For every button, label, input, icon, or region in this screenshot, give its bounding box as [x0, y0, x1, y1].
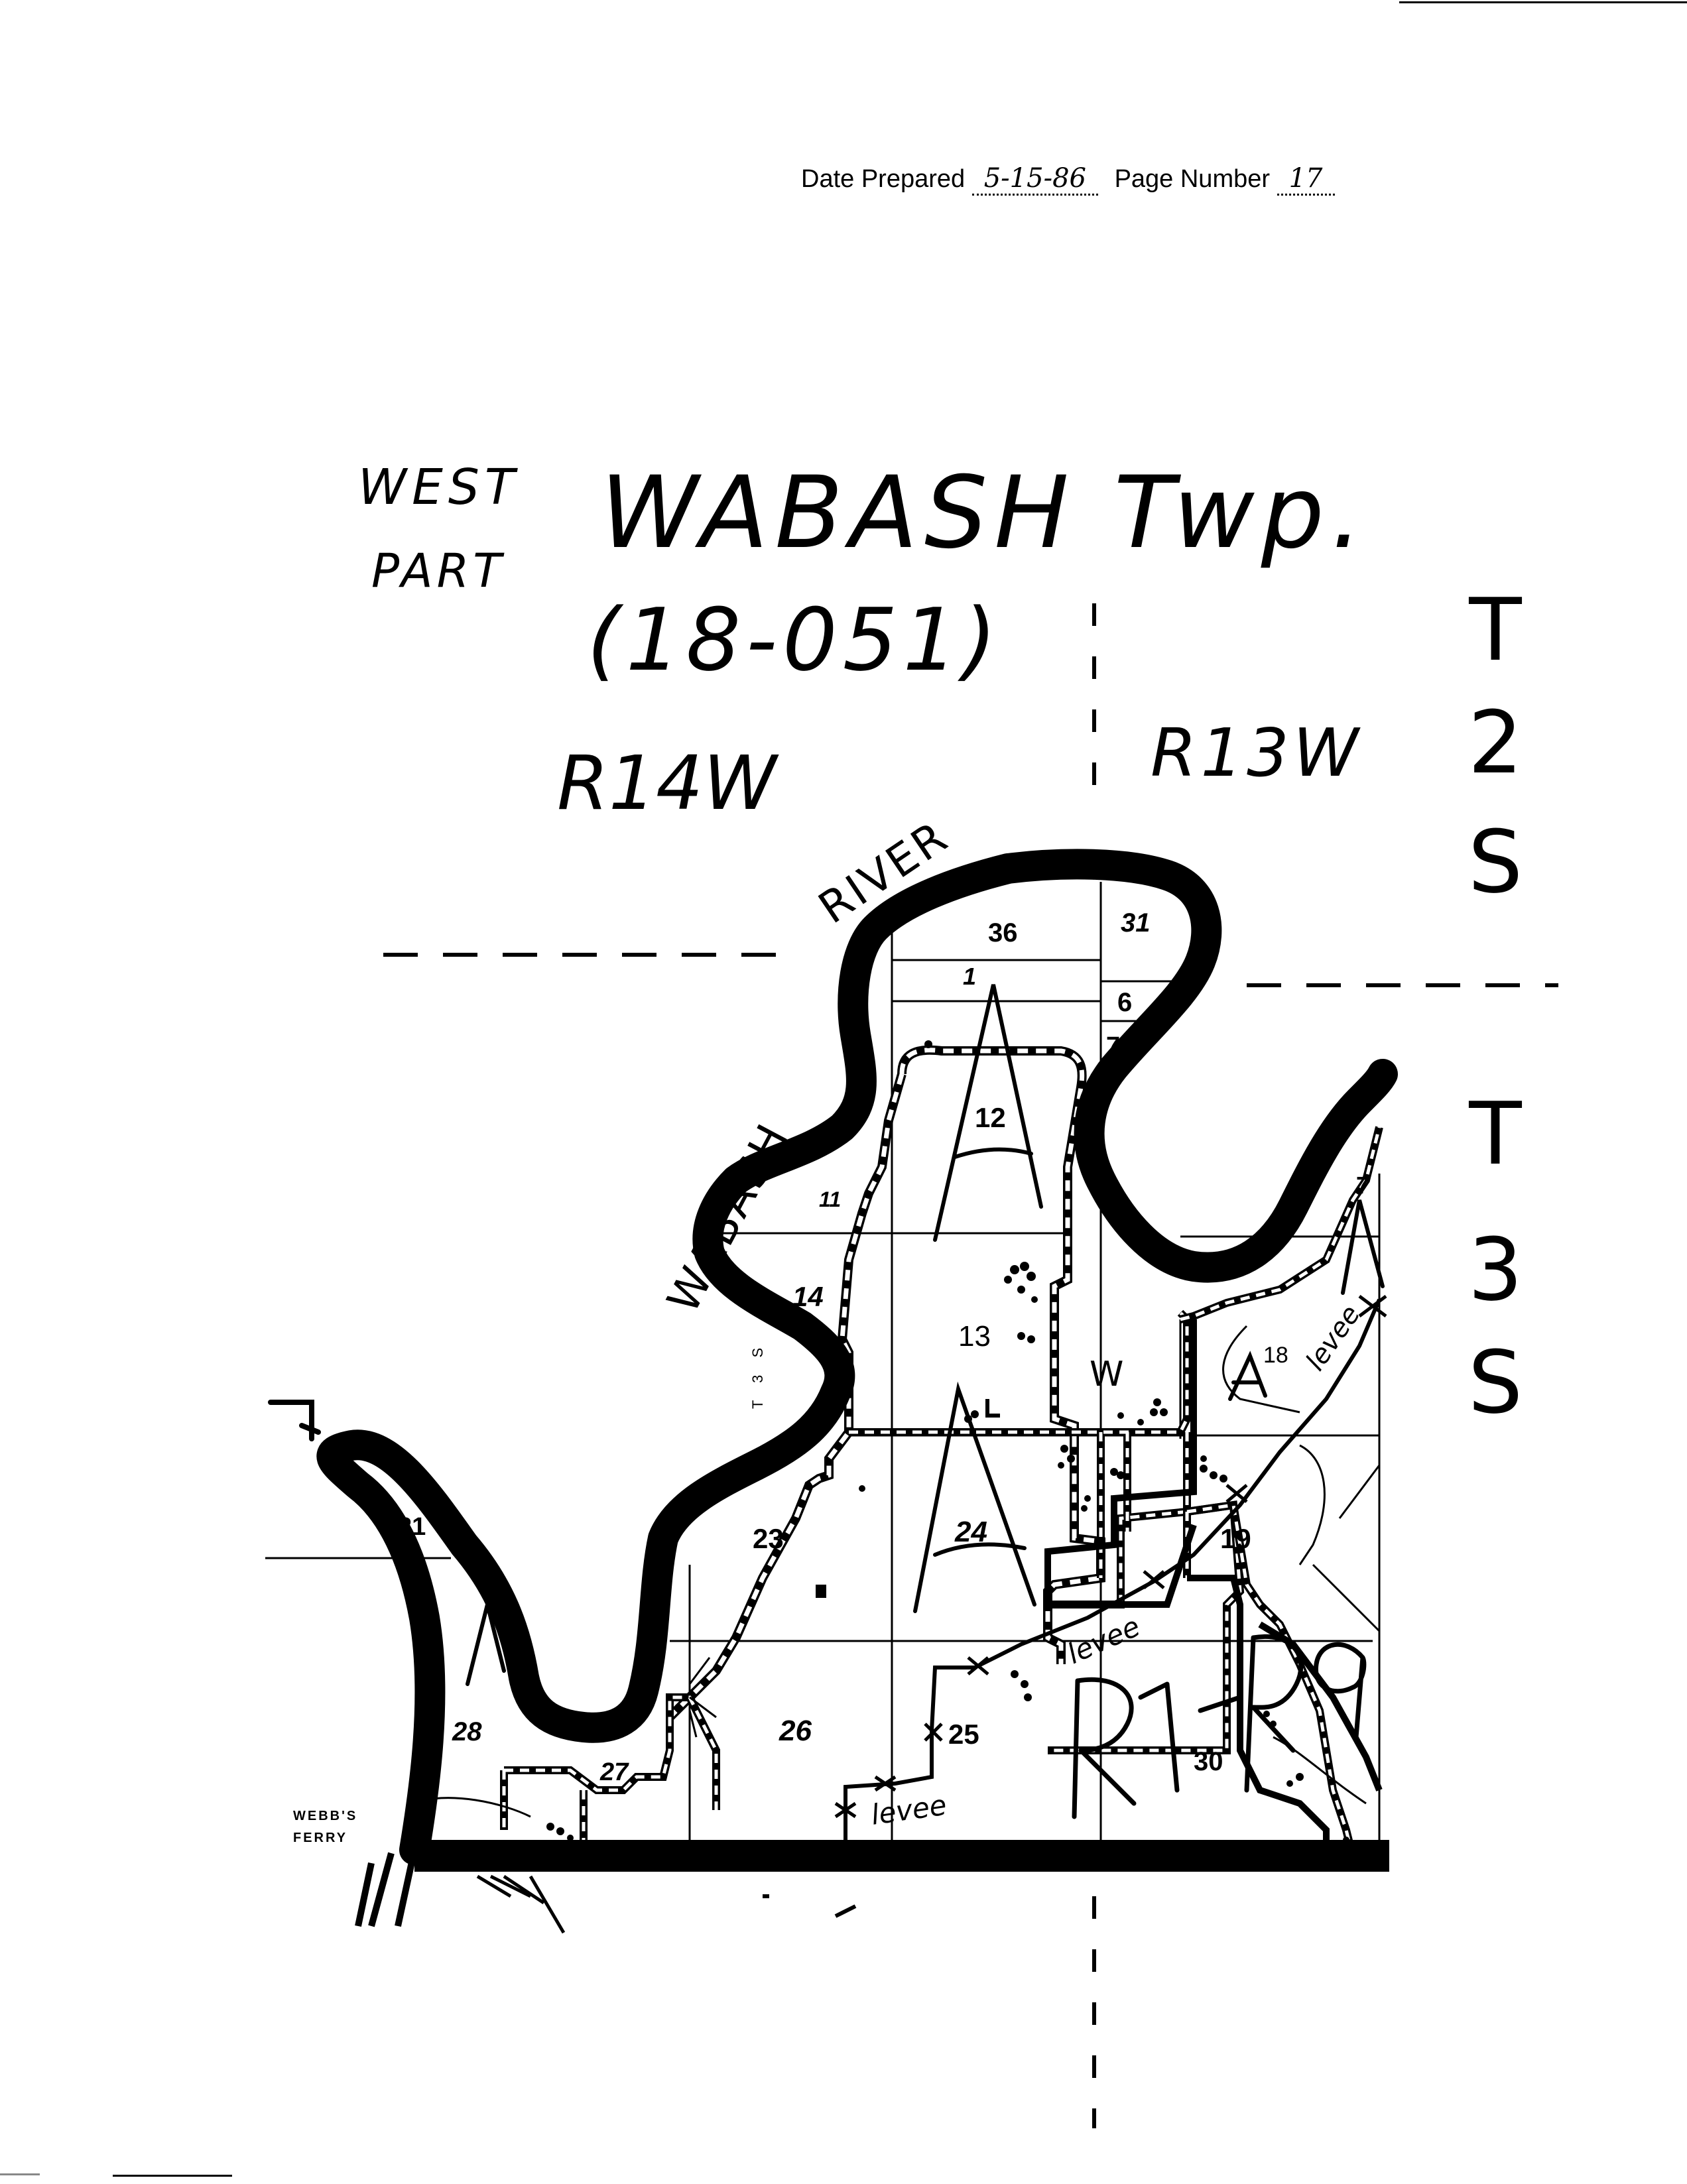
levee-label-middle: levee	[1062, 1610, 1145, 1670]
county-line-bottom	[355, 1840, 1389, 1934]
section-18: 18	[1263, 1343, 1288, 1368]
levee-label-right: levee	[1300, 1300, 1367, 1376]
township-upper-2: 2	[1468, 692, 1523, 793]
township-upper-t: T	[1468, 579, 1522, 680]
section-25: 25	[948, 1719, 979, 1750]
section-1: 1	[963, 963, 976, 990]
section-21: 21	[398, 1513, 426, 1541]
wetland-w-label: W	[1090, 1355, 1123, 1394]
webbs-ferry-line2: FERRY	[293, 1831, 347, 1845]
section-14: 14	[792, 1281, 824, 1312]
range-r14w: R14W	[557, 741, 779, 827]
section-23: 23	[753, 1523, 784, 1554]
section-31: 31	[1121, 908, 1151, 938]
section-12: 12	[975, 1102, 1006, 1133]
section-6: 6	[1117, 988, 1132, 1017]
ag-area-markers	[466, 984, 1385, 1686]
title-code: (18-051)	[587, 589, 1002, 690]
boundary-dashed-lines	[383, 603, 1558, 2128]
section-24: 24	[954, 1516, 987, 1548]
section-30: 30	[1194, 1747, 1223, 1776]
footer-rule-left	[0, 2173, 40, 2175]
section-7-east: 7	[1356, 1172, 1369, 1199]
page-number-value: 17	[1277, 163, 1335, 196]
r1-r9-annotation	[1072, 1634, 1367, 1819]
footer-rule	[113, 2175, 232, 2177]
section-11: 11	[819, 1187, 841, 1211]
tributary-hook	[268, 1400, 321, 1441]
date-prepared-value: 5-15-86	[971, 163, 1098, 196]
date-prepared-label: Date Prepared	[801, 165, 966, 193]
section-7: 7	[1106, 1032, 1120, 1060]
township-lower-s: S	[1468, 1332, 1523, 1433]
title-west: WEST	[358, 459, 520, 516]
structure-dots	[546, 1040, 1349, 1843]
header-date-page: Date Prepared 5-15-86 Page Number 17	[801, 163, 1335, 196]
wabash-river	[316, 849, 1398, 1865]
levee-line	[834, 1295, 1387, 1850]
page-number-label: Page Number	[1114, 165, 1271, 193]
top-right-rule	[1399, 1, 1687, 3]
section-13: 13	[958, 1320, 991, 1353]
section-36: 36	[988, 918, 1018, 947]
title-township: WABASH Twp.	[600, 455, 1369, 571]
section-28: 28	[452, 1717, 482, 1746]
creek-lines	[410, 1325, 1381, 1818]
township-upper-s: S	[1468, 812, 1523, 912]
section-19: 19	[1220, 1523, 1251, 1554]
section-26: 26	[779, 1715, 812, 1747]
title-part: PART	[371, 544, 505, 598]
township-lower-t: T	[1468, 1083, 1522, 1184]
section-numbers: 36 31 1 6 7 12 11 14 13 7 18 23 24 19 21…	[398, 908, 1369, 1786]
levee-label-bottom: levee	[869, 1789, 949, 1831]
section-27: 27	[599, 1758, 629, 1786]
webbs-ferry-line1: WEBB'S	[293, 1809, 357, 1823]
township-lower-3: 3	[1468, 1219, 1523, 1320]
range-r13w: R13W	[1151, 714, 1363, 792]
township-river-mark: T 3 S	[749, 1341, 766, 1409]
